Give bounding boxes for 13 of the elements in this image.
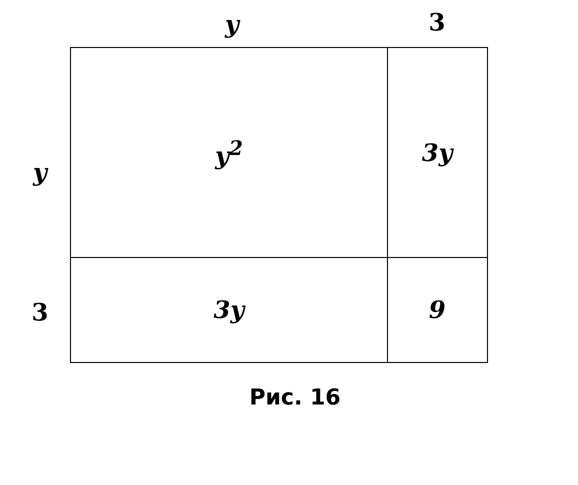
figure-caption: Рис. 16 — [249, 386, 341, 410]
side-length-label: 3 — [428, 8, 446, 36]
area-label: 9 — [428, 295, 446, 324]
area-cell — [70, 256, 388, 362]
side-length-label: 3 — [32, 298, 48, 326]
side-length-label: y — [33, 158, 47, 186]
area-cell — [386, 47, 488, 258]
area-label: y$^{2}$ — [215, 136, 243, 170]
area-cell — [386, 256, 488, 362]
area-label: 3y — [214, 295, 244, 324]
area-cell — [70, 47, 388, 258]
area-label: 3y — [422, 138, 453, 167]
side-length-label: y — [225, 10, 239, 38]
